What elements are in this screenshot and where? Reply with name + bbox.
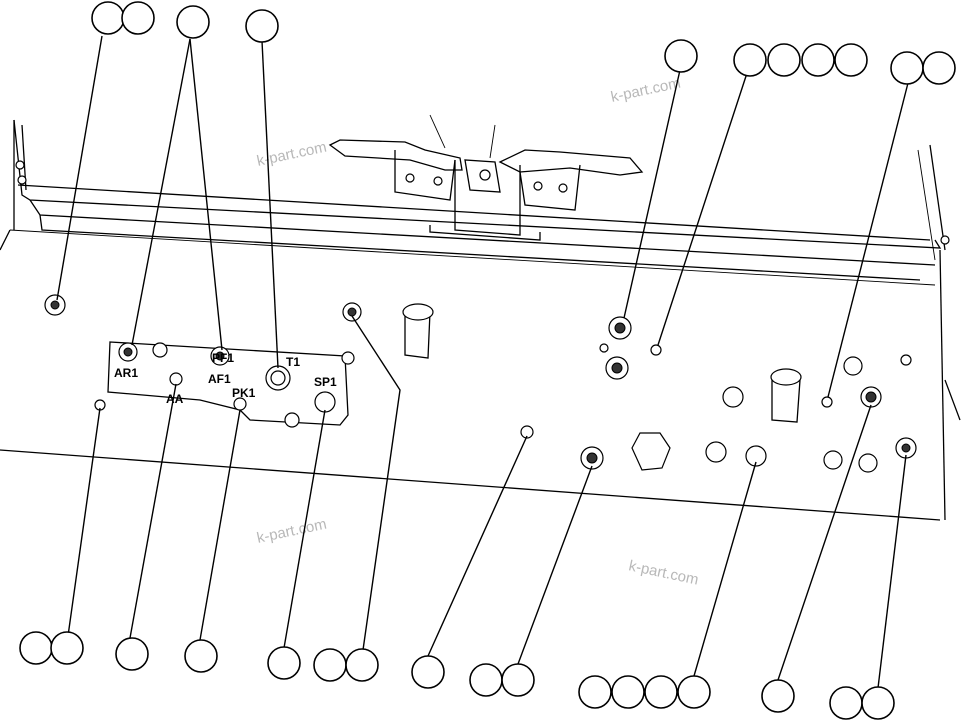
- callout-11b: [345, 648, 379, 682]
- callout-2: [176, 5, 210, 39]
- callout-8: [115, 637, 149, 671]
- leader-lines: [56, 35, 909, 689]
- callout-13b: [501, 663, 535, 697]
- watermark-3: k-part.com: [255, 516, 328, 547]
- port-label-sp1: SP1: [314, 375, 337, 389]
- callout-11a: [313, 648, 347, 682]
- callout-3: [245, 9, 279, 43]
- watermark-4: k-part.com: [627, 557, 700, 588]
- callout-1b: [121, 1, 155, 35]
- port-label-pk1: PK1: [232, 386, 256, 400]
- port-label-t1: T1: [286, 355, 300, 369]
- callout-14b: [611, 675, 645, 709]
- panel-fittings: [44, 294, 917, 473]
- callout-12: [411, 655, 445, 689]
- callout-7b: [50, 631, 84, 665]
- callout-1a: [91, 1, 125, 35]
- callout-10: [267, 646, 301, 680]
- callout-5c: [801, 43, 835, 77]
- port-label-af1: AF1: [208, 372, 231, 386]
- callout-14d: [677, 675, 711, 709]
- watermark-2: k-part.com: [255, 139, 328, 170]
- callout-5a: [733, 43, 767, 77]
- port-label-ar1: AR1: [114, 366, 138, 380]
- callout-5b: [767, 43, 801, 77]
- callout-16a: [829, 686, 863, 720]
- callout-5d: [834, 43, 868, 77]
- callout-4: [664, 39, 698, 73]
- callout-bubbles: [19, 1, 956, 720]
- callout-6a: [890, 51, 924, 85]
- watermark-1: k-part.com: [609, 75, 682, 106]
- callout-13a: [469, 663, 503, 697]
- port-label-pf1: PF1: [212, 351, 234, 365]
- callout-9: [184, 639, 218, 673]
- callout-7a: [19, 631, 53, 665]
- panel-frame: [0, 119, 961, 521]
- valve-block: AR1 AF1 PF1 T1 AA PK1 SP1: [94, 341, 355, 428]
- callout-16b: [861, 686, 895, 720]
- lever-mechanism: [328, 114, 644, 241]
- port-label-aa: AA: [166, 392, 184, 406]
- callout-14c: [644, 675, 678, 709]
- callout-14a: [578, 675, 612, 709]
- callout-6b: [922, 51, 956, 85]
- callout-15: [761, 679, 795, 713]
